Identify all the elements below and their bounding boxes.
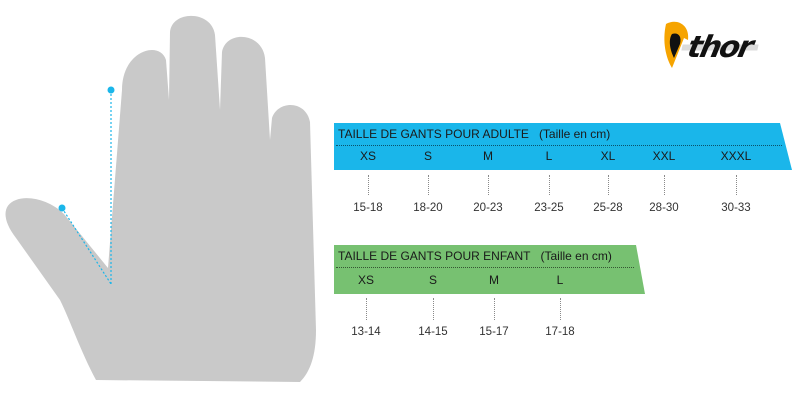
adult-title-separator bbox=[336, 145, 782, 146]
adult-size-label: XL bbox=[600, 149, 616, 163]
adult-size-label: XXL bbox=[652, 149, 676, 163]
child-title-text: TAILLE DE GANTS POUR ENFANT bbox=[338, 249, 531, 263]
adult-size-range: 18-20 bbox=[413, 202, 443, 214]
adult-band-background bbox=[334, 123, 792, 170]
adult-size-connector bbox=[488, 175, 489, 195]
child-size-range: 13-14 bbox=[351, 326, 381, 338]
child-size-label: L bbox=[556, 273, 564, 287]
adult-size-label: M bbox=[483, 149, 493, 163]
thumb-guide bbox=[61, 207, 112, 285]
adult-size-connector bbox=[368, 175, 369, 195]
child-size-label: XS bbox=[357, 273, 375, 287]
adult-size-table: TAILLE DE GANTS POUR ADULTE (Taille en cm… bbox=[334, 123, 792, 170]
child-size-connector bbox=[560, 298, 561, 320]
child-size-connector bbox=[433, 298, 434, 320]
child-size-range: 14-15 bbox=[418, 326, 448, 338]
brand-logo: thor bbox=[662, 18, 780, 74]
adult-size-range: 23-25 bbox=[534, 202, 564, 214]
adult-size-label: XS bbox=[359, 149, 377, 163]
adult-size-label: XXXL bbox=[720, 149, 752, 163]
child-size-label: M bbox=[489, 273, 499, 287]
adult-size-range: 15-18 bbox=[353, 202, 383, 214]
child-size-range: 15-17 bbox=[479, 326, 509, 338]
child-size-table: TAILLE DE GANTS POUR ENFANT (Taille en cm… bbox=[334, 245, 645, 294]
child-size-label: S bbox=[428, 273, 438, 287]
child-unit-text: (Taille en cm) bbox=[540, 249, 612, 263]
adult-size-label: S bbox=[423, 149, 433, 163]
thumb-dot bbox=[58, 204, 66, 212]
child-title-separator bbox=[336, 267, 634, 268]
child-size-connector bbox=[494, 298, 495, 320]
adult-unit-text: (Taille en cm) bbox=[538, 127, 611, 141]
adult-size-connector bbox=[428, 175, 429, 195]
hand-illustration bbox=[5, 15, 316, 383]
hand-silhouette bbox=[5, 15, 316, 383]
child-size-range: 17-18 bbox=[545, 326, 575, 338]
adult-size-range: 25-28 bbox=[593, 202, 623, 214]
palm-length-dot bbox=[107, 86, 115, 94]
child-table-title: TAILLE DE GANTS POUR ENFANT (Taille en cm… bbox=[338, 249, 612, 263]
adult-size-range: 28-30 bbox=[649, 202, 679, 214]
adult-size-connector bbox=[549, 175, 550, 195]
adult-size-label: L bbox=[545, 149, 553, 163]
thor-helmet-icon bbox=[664, 21, 689, 68]
brand-logo-text: thor bbox=[684, 30, 755, 65]
adult-table-title: TAILLE DE GANTS POUR ADULTE (Taille en cm… bbox=[338, 127, 610, 141]
adult-size-connector bbox=[736, 175, 737, 195]
child-band-background bbox=[334, 245, 645, 294]
child-size-connector bbox=[366, 298, 367, 320]
adult-size-range: 30-33 bbox=[721, 202, 751, 214]
adult-title-text: TAILLE DE GANTS POUR ADULTE bbox=[338, 127, 529, 141]
adult-size-connector bbox=[608, 175, 609, 195]
adult-size-connector bbox=[664, 175, 665, 195]
adult-size-range: 20-23 bbox=[473, 202, 503, 214]
